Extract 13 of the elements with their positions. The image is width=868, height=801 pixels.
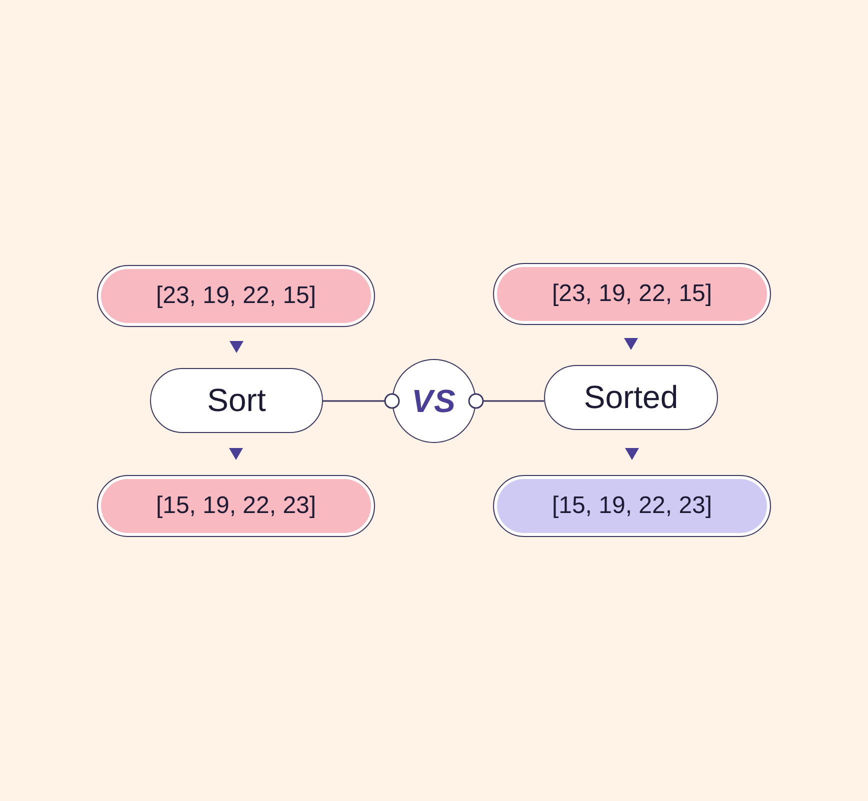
array-pill: [15, 19, 22, 23] [97,475,375,537]
connector-line [323,393,400,409]
connector-line [468,393,544,409]
arrow [230,341,244,353]
array-pill: [15, 19, 22, 23] [493,475,771,537]
arrow [625,448,639,460]
array-pill: [23, 19, 22, 15] [97,265,375,327]
arrow [624,338,638,350]
arrow [229,448,243,460]
versus-circle: VS [392,359,476,443]
label-pill: Sorted [544,365,718,430]
array-pill: [23, 19, 22, 15] [493,263,771,325]
label-pill: Sort [150,368,323,433]
